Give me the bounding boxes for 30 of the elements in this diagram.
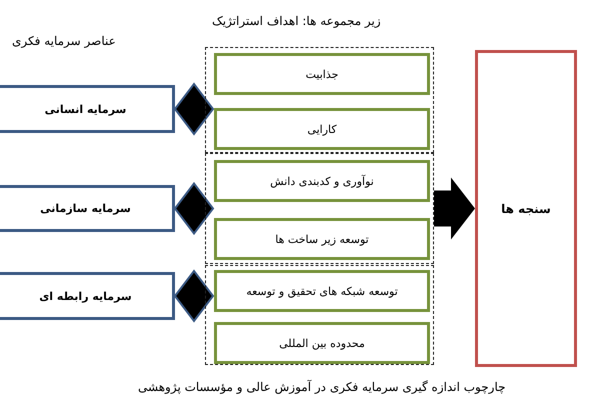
box-label: سنجه ها [501, 202, 551, 216]
section-heading: عناصر سرمایه فکری [12, 34, 116, 48]
diagram-title: زیر مجموعه ها: اهداف استراتژیک [212, 14, 381, 28]
box-label: کارایی [307, 122, 337, 136]
capital-box [0, 185, 175, 232]
box-label: توسعه زیر ساخت ها [275, 232, 369, 246]
group-box [205, 265, 434, 365]
group-box [205, 153, 434, 264]
box-label: محدوده بین المللی [279, 336, 365, 350]
capital-box [0, 85, 175, 133]
box-label: سرمایه انسانی [44, 102, 126, 116]
goal-box [214, 270, 430, 312]
caption: چارچوب اندازه گیری سرمایه فکری در آموزش عالی و مؤسسات پژوهشی [138, 380, 506, 394]
box-label: سرمایه رابطه ای [39, 290, 132, 302]
group-box [205, 47, 434, 153]
measures-box [475, 50, 577, 367]
goal-box [214, 108, 430, 150]
diamond-connector [174, 83, 214, 135]
block-arrow [434, 178, 475, 240]
box-label: توسعه شبکه های تحقیق و توسعه [246, 284, 398, 298]
goal-box [214, 218, 430, 260]
goal-box [214, 53, 430, 95]
goal-box [214, 160, 430, 202]
box-label: نوآوری و کدبندی دانش [270, 174, 374, 188]
box-label: جذابیت [306, 68, 338, 80]
diamond-connector [174, 270, 214, 322]
capital-box [0, 272, 175, 320]
box-label: سرمایه سازمانی [40, 202, 131, 215]
diamond-connector [174, 182, 214, 234]
goal-box [214, 322, 430, 364]
